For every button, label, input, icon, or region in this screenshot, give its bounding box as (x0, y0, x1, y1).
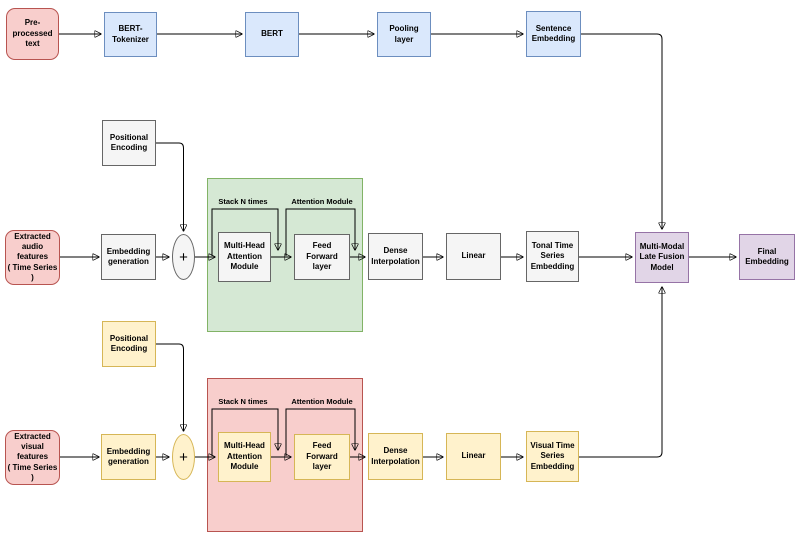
node-preprocessed-text: Pre-processed text (6, 8, 59, 60)
node-final-embedding: Final Embedding (739, 234, 795, 280)
stack-n-times-label-visual: Stack N times (218, 397, 268, 406)
node-multi-head-attention-visual: Multi-Head Attention Module (218, 432, 271, 482)
node-multi-head-attention-audio: Multi-Head Attention Module (218, 232, 271, 282)
add-node-visual: + (172, 434, 195, 480)
node-sentence-embedding: Sentence Embedding (526, 11, 581, 57)
node-feed-forward-visual: Feed Forward layer (294, 434, 350, 480)
add-node-audio: + (172, 234, 195, 280)
node-multi-modal-late-fusion: Multi-Modal Late Fusion Model (635, 232, 689, 283)
stack-n-times-label-audio: Stack N times (218, 197, 268, 206)
node-dense-interpolation-visual: Dense Interpolation (368, 433, 423, 480)
arrow-posenc-to-add-visual (156, 343, 184, 431)
node-visual-input: Extracted visual features ( Time Series … (5, 430, 60, 485)
node-embedding-generation-audio: Embedding generation (101, 234, 156, 280)
node-bert-tokenizer: BERT- Tokenizer (104, 12, 157, 57)
arrow-visualemb-to-fusion (579, 287, 662, 458)
plus-icon: + (179, 448, 188, 466)
node-linear-audio: Linear (446, 233, 501, 280)
node-dense-interpolation-audio: Dense Interpolation (368, 233, 423, 280)
arrow-posenc-to-add-audio (156, 142, 184, 231)
node-linear-visual: Linear (446, 433, 501, 480)
attention-module-label-visual: Attention Module (291, 397, 353, 406)
node-feed-forward-audio: Feed Forward layer (294, 234, 350, 280)
node-positional-encoding-visual: Positional Encoding (102, 321, 156, 367)
arrow-sentence-to-fusion (581, 33, 662, 229)
node-tonal-time-series-embedding: Tonal Time Series Embedding (526, 231, 579, 282)
node-embedding-generation-visual: Embedding generation (101, 434, 156, 480)
node-audio-input: Extracted audio features ( Time Series ) (5, 230, 60, 285)
plus-icon: + (179, 248, 188, 266)
node-pooling-layer: Pooling layer (377, 12, 431, 57)
attention-module-label-audio: Attention Module (291, 197, 353, 206)
node-visual-time-series-embedding: Visual Time Series Embedding (526, 431, 579, 482)
node-positional-encoding-audio: Positional Encoding (102, 120, 156, 166)
node-bert: BERT (245, 12, 299, 57)
